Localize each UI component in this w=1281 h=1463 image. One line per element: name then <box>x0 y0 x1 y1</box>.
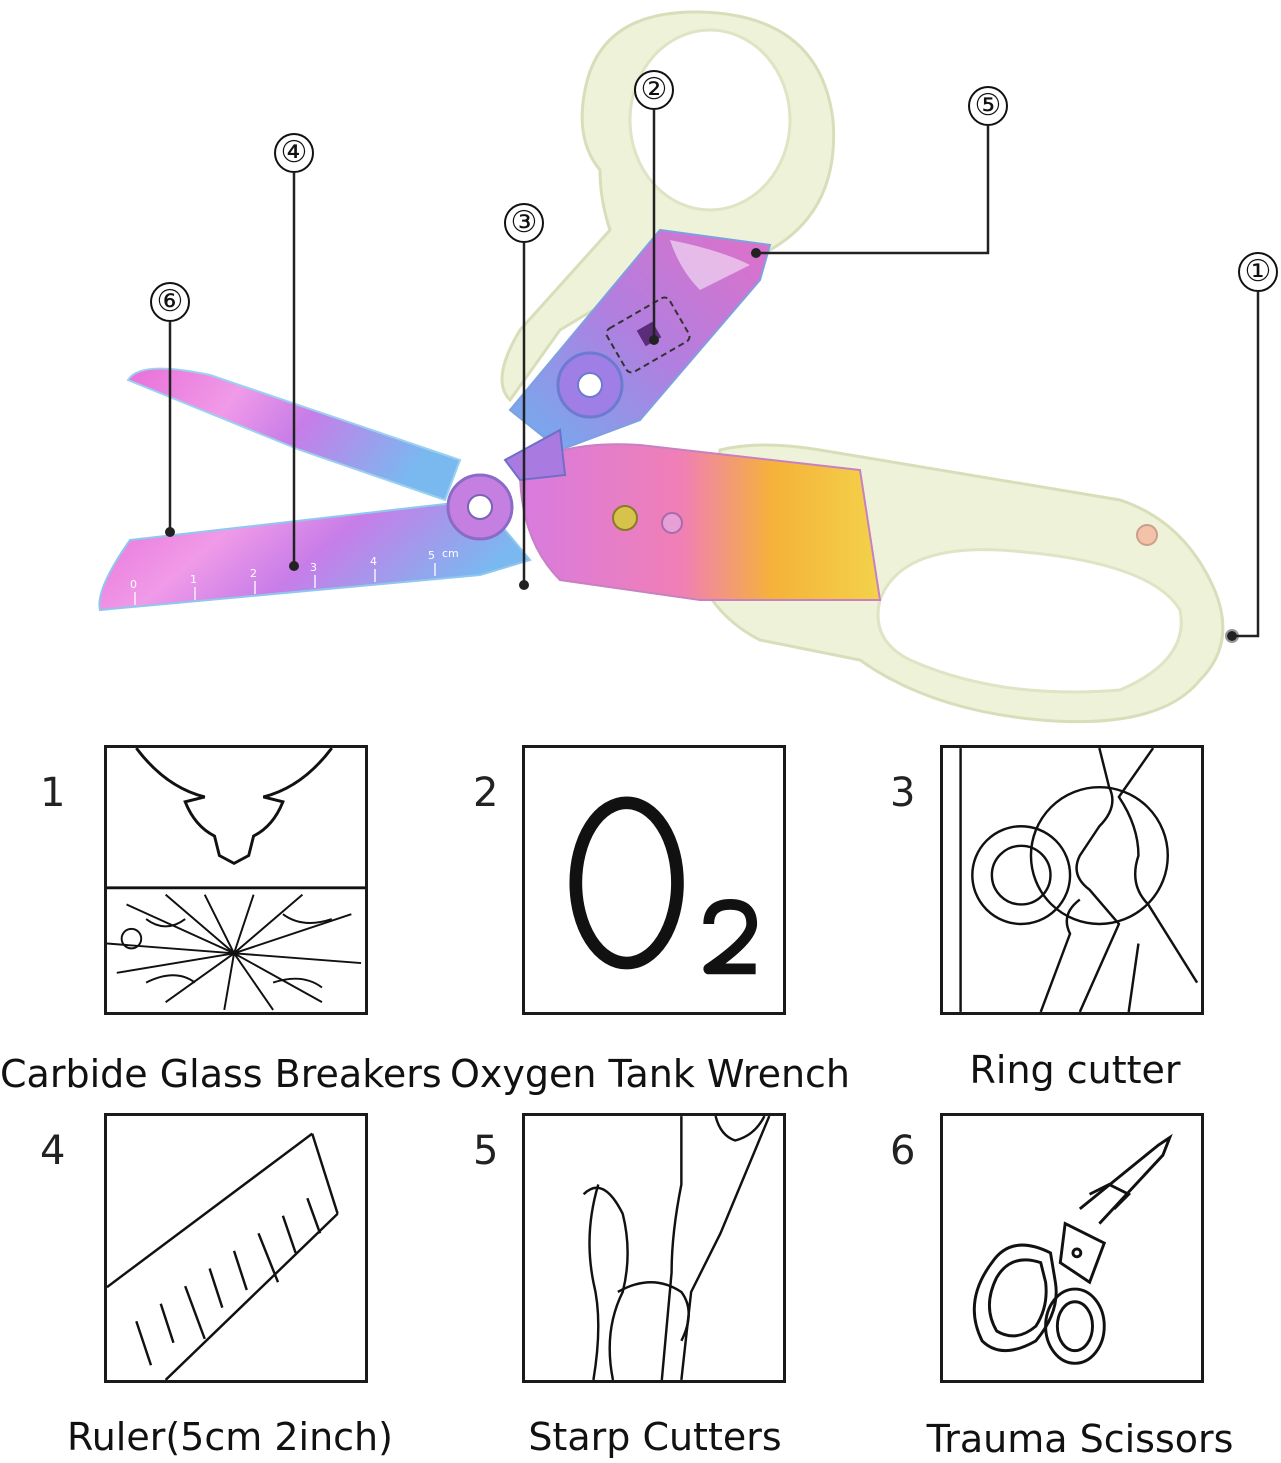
ring-cutter-icon <box>959 748 1199 1012</box>
feature-number-6: 6 <box>890 1128 916 1174</box>
feature-number-5: 5 <box>473 1128 499 1174</box>
feature-tile-oxygen-wrench <box>522 745 786 1015</box>
strap-cutter-hook <box>670 240 750 290</box>
lower-body <box>518 443 882 601</box>
upper-handle <box>500 10 836 403</box>
leader-dots <box>165 248 1237 641</box>
lower-blade-ruler: 0 1 2 3 4 5 cm <box>98 498 532 612</box>
leader-lines <box>168 110 1260 638</box>
ruler-mark-4: 4 <box>370 555 377 568</box>
feature-caption-1: Carbide Glass Breakers <box>0 1052 442 1096</box>
oxygen-icon <box>569 796 758 975</box>
feature-tile-trauma-scissors <box>940 1113 1204 1383</box>
ruler-mark-3: 3 <box>310 561 317 574</box>
feature-number-4: 4 <box>40 1128 66 1174</box>
feature-tile-strap-cutter <box>522 1113 786 1383</box>
callout-4: ④ <box>274 133 314 173</box>
product-diagram: 0 1 2 3 4 5 cm <box>0 0 1281 730</box>
callout-2: ② <box>634 70 674 110</box>
ring-cutter-hook <box>503 428 567 482</box>
callout-6: ⑥ <box>150 282 190 322</box>
glass-breaker-icon <box>107 748 365 1011</box>
trauma-shears-illustration: 0 1 2 3 4 5 cm <box>98 10 1260 724</box>
strap-cutter-icon <box>582 1116 771 1380</box>
ruler-mark-0: 0 <box>130 578 137 591</box>
feature-tile-ring-cutter <box>940 745 1204 1015</box>
callout-3: ③ <box>504 203 544 243</box>
ruler-mark-cm: cm <box>442 547 459 560</box>
ruler-mark-1: 1 <box>190 573 197 586</box>
feature-caption-3: Ring cutter <box>969 1048 1181 1092</box>
callout-1: ① <box>1238 252 1278 292</box>
feature-caption-5: Starp Cutters <box>528 1415 782 1459</box>
feature-caption-6: Trauma Scissors <box>926 1417 1234 1461</box>
feature-caption-2: Oxygen Tank Wrench <box>449 1052 851 1096</box>
ruler-icon <box>107 1132 339 1380</box>
ruler-mark-2: 2 <box>250 567 257 580</box>
feature-tile-glass-breaker <box>104 745 368 1015</box>
callout-5: ⑤ <box>968 86 1008 126</box>
ruler-mark-5: 5 <box>428 549 435 562</box>
feature-number-1: 1 <box>40 770 66 816</box>
feature-number-3: 3 <box>890 770 916 816</box>
feature-caption-4: Ruler(5cm 2inch) <box>67 1415 393 1459</box>
feature-number-2: 2 <box>473 770 499 816</box>
trauma-scissors-icon <box>972 1133 1173 1365</box>
feature-tile-ruler <box>104 1113 368 1383</box>
oxygen-wrench-cutout <box>605 296 691 374</box>
